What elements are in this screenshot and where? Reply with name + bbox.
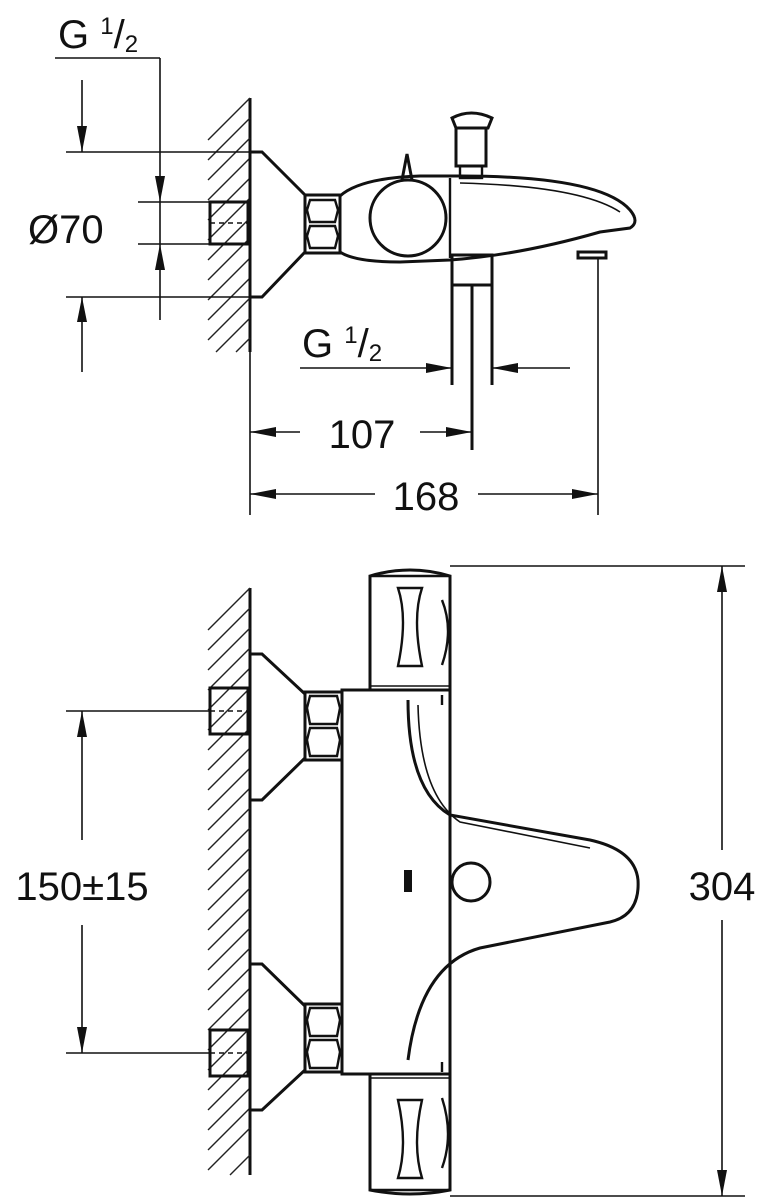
spout-outlet: [576, 250, 608, 260]
diverter-button: [450, 111, 494, 180]
dim-total-depth-value: 168: [393, 475, 460, 519]
front-view: 150±15 304: [15, 565, 756, 1197]
handle-lever-side: [400, 153, 414, 181]
mixer-body-front: [340, 688, 452, 1076]
mixer-body-side: [338, 174, 637, 264]
bottom-handle: [368, 1072, 452, 1196]
top-handle: [368, 568, 452, 692]
dim-150-line: [66, 710, 210, 1054]
diameter-label: Ø70: [28, 208, 104, 252]
wall-hatch-bottom: [207, 587, 252, 1176]
shower-outlet: [450, 253, 494, 450]
escutcheon-upper: [248, 652, 307, 802]
dim-304-line: [450, 565, 745, 1197]
thread-outlet-label: G 1/2: [302, 322, 382, 367]
hex-nut-top: [303, 193, 342, 255]
dim-diameter-group: [55, 57, 250, 372]
thread-top-label: G 1/2: [58, 13, 138, 58]
handle-knob-side: [368, 178, 448, 258]
hex-nut-lower: [303, 1002, 344, 1074]
dim-centers-value: 150±15: [15, 865, 148, 909]
wall-hatch-top: [207, 97, 252, 353]
dim-height-value: 304: [689, 865, 756, 909]
spout-front: [406, 699, 640, 1061]
escutcheon-top: [248, 150, 307, 299]
dim-outlet-value: 107: [329, 413, 396, 457]
dim-168-line: [250, 258, 599, 515]
diverter-button-front: [450, 861, 492, 903]
dim-107-line: [249, 352, 472, 515]
hex-nut-upper: [303, 690, 344, 762]
indicator-mark: [404, 870, 412, 892]
escutcheon-lower: [248, 962, 307, 1112]
side-view: G 1/2 Ø70 G 1/2 107 168: [28, 13, 637, 519]
